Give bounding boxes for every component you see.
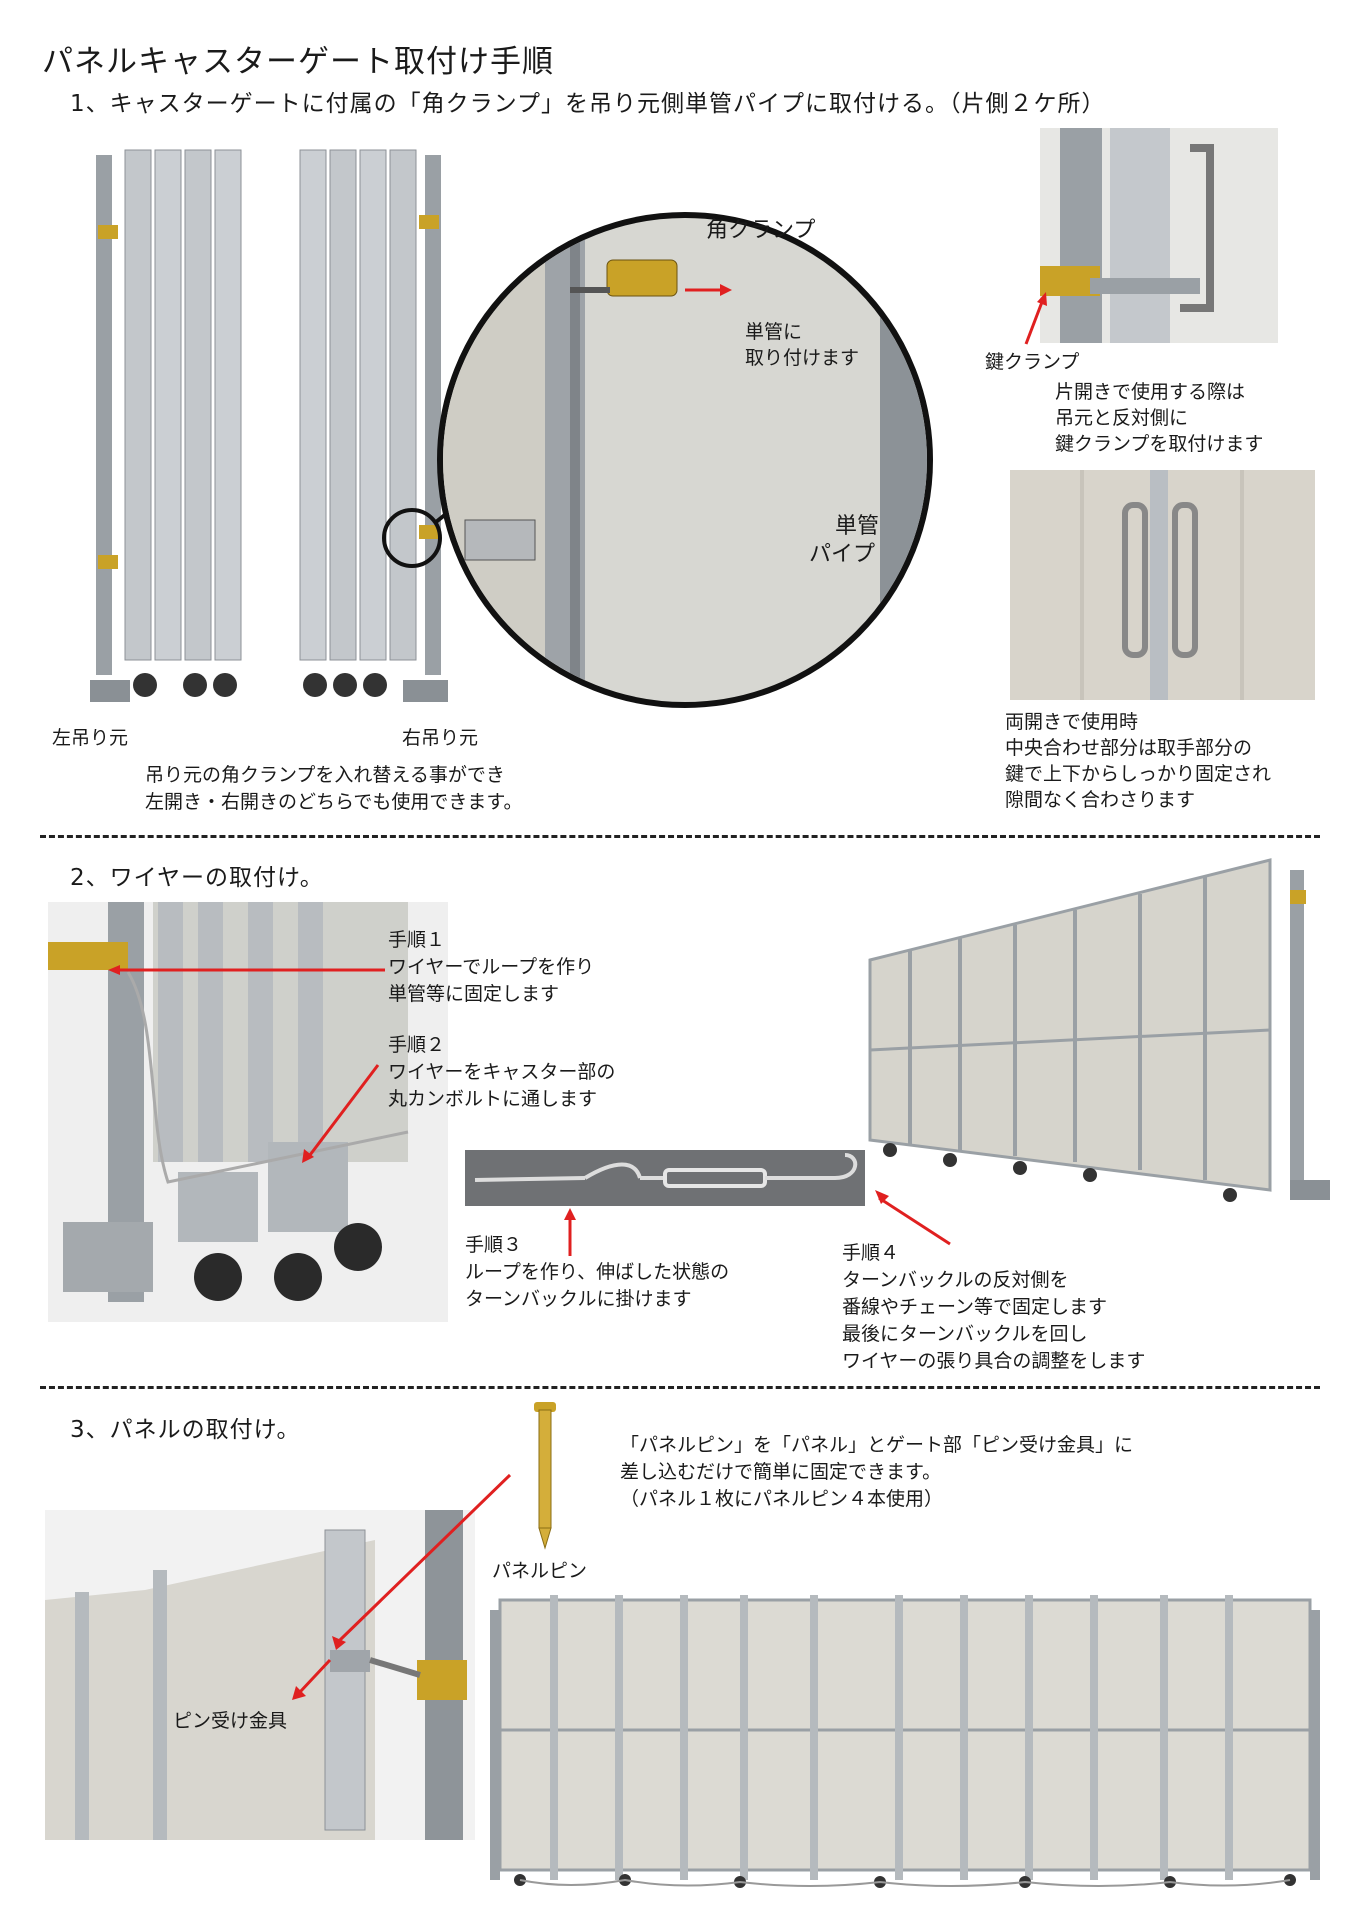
procedure-3-arrow [564,1208,576,1256]
lock-clamp-arrow [1024,292,1047,345]
left-hinge-gate-photo [90,149,242,702]
lock-clamp-label: 鍵クランプ [985,351,1080,373]
step2-heading: 2、ワイヤーの取付け。 [70,865,324,891]
lock-line-1: 片開きで使用する際は [1055,381,1246,403]
procedure-4-line-1: ターンバックルの反対側を [842,1269,1069,1291]
attach-line-2: 取り付けます [745,347,860,369]
procedure-2-line-2: 丸カンボルトに通します [388,1088,598,1110]
section-divider-1 [40,835,1320,838]
pipe-label-2: パイプ [809,542,876,567]
pin-arrows [292,1473,512,1700]
panel-pin-label: パネルピン [492,1560,588,1582]
kaku-clamp-label: 角クランプ [706,218,816,243]
procedure-2-line-1: ワイヤーをキャスター部の [388,1061,616,1083]
step3-desc-line-3: （パネル１枚にパネルピン４本使用） [620,1488,944,1510]
procedure-2-title: 手順２ [388,1034,446,1056]
procedure-4-arrow [875,1190,951,1246]
procedure-1-line-2: 単管等に固定します [388,983,560,1005]
pin-bracket-photo [45,1510,475,1840]
lock-line-3: 鍵クランプを取付けます [1055,433,1264,455]
section-divider-2 [40,1386,1320,1389]
step1-note-line-1: 吊り元の角クランプを入れ替える事ができ [145,764,505,786]
double-gate-photo [1010,470,1315,700]
step1-heading: 1、キャスターゲートに付属の「角クランプ」を吊り元側単管パイプに取付ける。（片側… [70,91,1106,117]
procedure-3-title: 手順３ [465,1234,523,1256]
pin-bracket-label: ピン受け金具 [173,1710,288,1732]
procedure-3-line-2: ターンバックルに掛けます [465,1288,692,1310]
panel-pin-icon [534,1402,556,1550]
procedure-4-line-3: 最後にターンバックルを回し [842,1323,1088,1345]
procedure-4-line-2: 番線やチェーン等で固定します [842,1296,1108,1318]
page-title: パネルキャスターゲート取付け手順 [42,44,554,80]
procedure-1-line-1: ワイヤーでループを作り [388,956,595,978]
right-hinge-label: 右吊り元 [402,727,479,749]
double-line-3: 鍵で上下からしっかり固定され [1005,763,1272,785]
step3-desc-line-2: 差し込むだけで簡単に固定できます。 [620,1461,942,1483]
step1-note-line-2: 左開き・右開きのどちらでも使用できます。 [145,791,523,813]
double-line-4: 隙間なく合わさります [1005,789,1196,811]
lock-clamp-photo [1040,128,1278,343]
pipe-label-1: 単管 [835,514,880,539]
attach-line-1: 単管に [745,321,803,343]
lock-line-2: 吊元と反対側に [1055,407,1189,429]
procedure-1-title: 手順１ [388,929,446,951]
turnbuckle-photo [465,1150,865,1206]
right-hinge-gate-photo [299,149,448,702]
procedure-4-title: 手順４ [842,1242,900,1264]
procedure-4-line-4: ワイヤーの張り具合の調整をします [842,1350,1146,1372]
procedure-3-line-1: ループを作り、伸ばした状態の [465,1261,730,1283]
full-gate-photo [490,1590,1325,1895]
step3-desc-line-1: 「パネルピン」を「パネル」とゲート部「ピン受け金具」に [620,1434,1134,1456]
left-hinge-label: 左吊り元 [52,727,129,749]
step3-heading: 3、パネルの取付け。 [70,1417,301,1443]
double-line-2: 中央合わせ部分は取手部分の [1005,737,1253,759]
detail-callout [382,212,933,708]
extended-gate-photo [868,858,1330,1202]
procedure-arrows [108,965,385,1163]
double-line-1: 両開きで使用時 [1005,711,1139,733]
